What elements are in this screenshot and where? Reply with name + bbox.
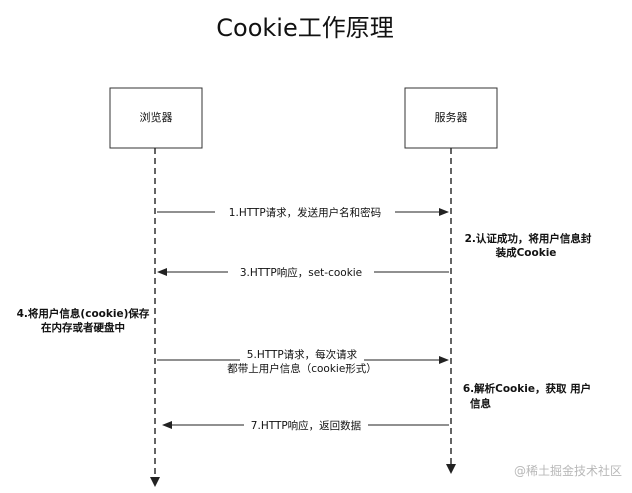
note-4: 4.将用户信息(cookie)保存 在内存或者硬盘中 (17, 307, 150, 334)
note-2: 2.认证成功，将用户信息封 装成Cookie (465, 232, 592, 259)
message-3: 3.HTTP响应，set-cookie (157, 266, 449, 279)
client-participant: 浏览器 (109, 87, 203, 149)
message-1: 1.HTTP请求，发送用户名和密码 (157, 206, 449, 219)
message-5-label-line-1: 5.HTTP请求，每次请求 (247, 348, 358, 361)
message-5-label-bg-2 (218, 362, 388, 375)
message-1-label-bg (215, 206, 395, 219)
client-label: 浏览器 (140, 110, 173, 124)
message-7-label: 7.HTTP响应，返回数据 (251, 419, 362, 432)
note-2-line-1: 2.认证成功，将用户信息封 (465, 232, 592, 245)
note-6-line-2: 信息 (470, 397, 491, 410)
note-2-line-2: 装成Cookie (495, 246, 557, 259)
server-label: 服务器 (435, 111, 468, 124)
message-5-label-bg-1 (240, 348, 364, 361)
server-box (404, 87, 498, 149)
message-1-label: 1.HTTP请求，发送用户名和密码 (229, 206, 381, 219)
client-box (109, 87, 203, 149)
note-6-line-1: 6.解析Cookie，获取 用户 (463, 382, 591, 395)
watermark: @稀土掘金技术社区 (514, 463, 622, 478)
message-5: 5.HTTP请求，每次请求 都带上用户信息（cookie形式） (157, 348, 449, 375)
message-3-label-bg (228, 266, 374, 279)
message-7: 7.HTTP响应，返回数据 (162, 419, 449, 432)
message-3-label: 3.HTTP响应，set-cookie (240, 266, 362, 279)
message-7-label-bg (244, 419, 368, 432)
note-4-line-1: 4.将用户信息(cookie)保存 (17, 307, 150, 320)
server-lifeline-end-icon (446, 464, 456, 474)
note-6: 6.解析Cookie，获取 用户 信息 (463, 382, 591, 410)
diagram-title: Cookie工作原理 (216, 14, 393, 42)
message-5-label-line-2: 都带上用户信息（cookie形式） (227, 362, 377, 375)
client-lifeline-end-icon (150, 477, 160, 487)
note-4-line-2: 在内存或者硬盘中 (41, 321, 125, 334)
server-participant: 服务器 (404, 87, 498, 149)
